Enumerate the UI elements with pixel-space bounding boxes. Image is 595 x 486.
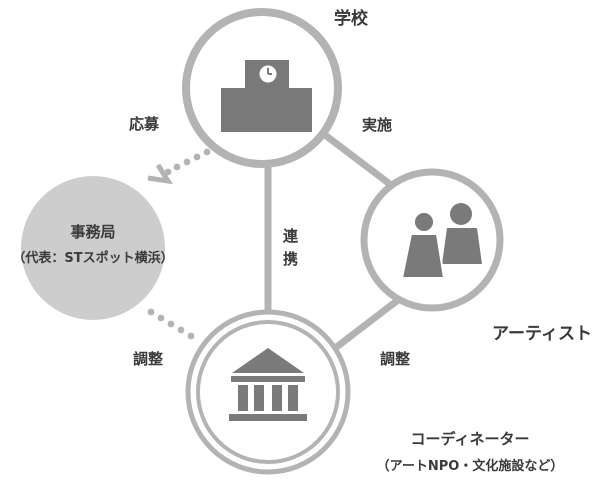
edge-office-coordinator-dotted	[147, 308, 195, 340]
edge-school-artist-line	[322, 132, 398, 191]
museum-building-icon	[229, 348, 307, 421]
edge-label-adjust-office: 調整	[133, 350, 164, 368]
edge-label-adjust-artist: 調整	[380, 350, 411, 368]
school-building-clock-icon	[221, 60, 312, 132]
coordinator-sublabel: （アートNPO・文化施設など）	[376, 459, 564, 474]
school-label: 学校	[334, 9, 368, 29]
coordinator-label: コーディネーター	[410, 430, 530, 448]
artist-label: アーティスト	[492, 324, 592, 344]
edge-label-apply: 応募	[129, 115, 160, 133]
edge-artist-coordinator-line	[327, 297, 401, 355]
edge-label-cooperate: 連携	[281, 228, 299, 274]
office-label: 事務局	[70, 223, 116, 241]
node-office	[21, 176, 165, 320]
node-artist	[360, 168, 504, 312]
node-coordinator	[185, 309, 351, 475]
office-sublabel: （代表：STスポット横浜）	[12, 251, 174, 266]
node-school	[182, 8, 342, 168]
arrowhead-icon	[147, 163, 173, 185]
two-people-icon	[400, 203, 482, 279]
edge-label-implement: 実施	[362, 116, 393, 134]
edge-apply-dotted	[164, 148, 211, 176]
